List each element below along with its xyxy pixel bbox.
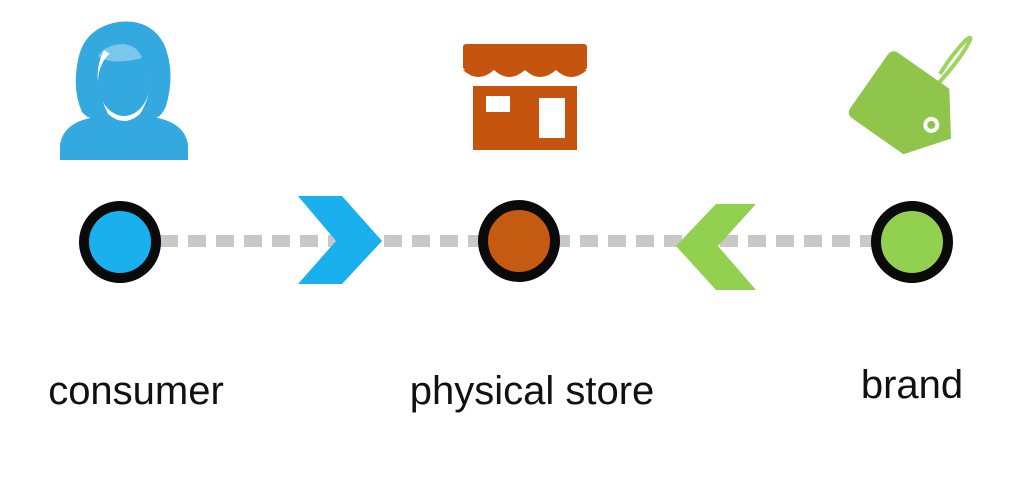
node-consumer <box>79 201 161 283</box>
storefront-icon <box>463 44 587 150</box>
node-label-consumer: consumer <box>48 369 224 413</box>
node-brand <box>871 201 953 283</box>
arrow-left-icon <box>676 204 756 290</box>
node-label-brand: brand <box>860 363 964 407</box>
node-store <box>478 200 560 282</box>
woman-user-icon <box>60 21 188 160</box>
price-tag-icon <box>848 35 973 155</box>
node-label-store: physical store <box>409 369 655 413</box>
arrow-right-icon <box>298 196 382 284</box>
